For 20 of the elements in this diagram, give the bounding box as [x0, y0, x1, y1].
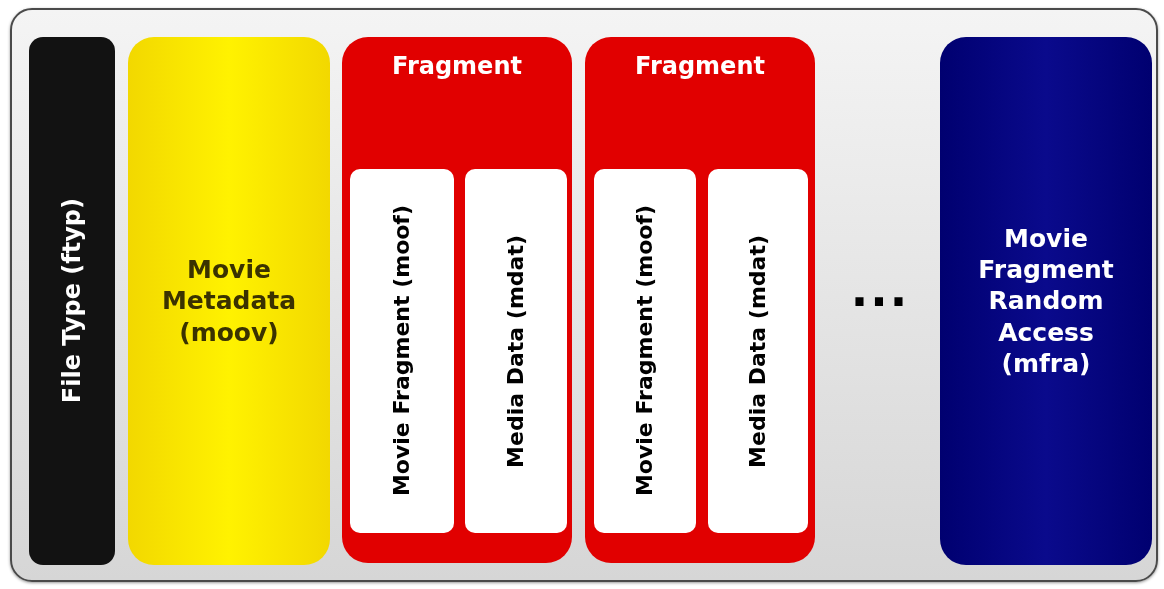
box — [128, 37, 330, 565]
box-label: File Type (ftyp) — [57, 198, 87, 404]
box-label: Movie Fragment (moof) — [631, 205, 659, 497]
fragment-heading: Fragment — [391, 51, 523, 81]
box-label: Media Data (mdat) — [502, 234, 530, 468]
box — [708, 169, 808, 533]
fragment-box — [585, 37, 815, 563]
box-label: Movie Fragment (moof) — [388, 205, 416, 497]
container-panel — [10, 8, 1158, 582]
box — [29, 37, 115, 565]
box — [940, 37, 1152, 565]
box — [594, 169, 696, 533]
box-label: Movie Fragment Random Access (mfra) — [977, 222, 1115, 380]
box-label: Media Data (mdat) — [744, 234, 772, 468]
fragment-box — [342, 37, 572, 563]
ellipsis: ... — [849, 262, 911, 319]
fragment-heading: Fragment — [634, 51, 766, 81]
box — [465, 169, 567, 533]
box — [350, 169, 454, 533]
box-label: Movie Metadata (moov) — [160, 254, 298, 348]
